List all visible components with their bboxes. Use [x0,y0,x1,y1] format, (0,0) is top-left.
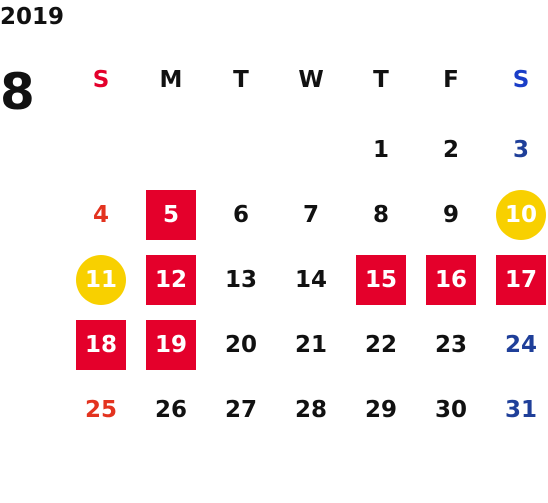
day-cell-29[interactable]: 29 [364,397,397,423]
day-cell-6[interactable]: 6 [232,202,249,228]
day-cell-17[interactable]: 17 [496,255,546,305]
weekday-header-0: S [92,67,110,93]
weekday-header-6: S [512,67,530,93]
day-cell-13[interactable]: 13 [224,267,257,293]
day-cell-11[interactable]: 11 [76,255,126,305]
day-cell-24[interactable]: 24 [504,332,537,358]
day-cell-3[interactable]: 3 [512,137,529,163]
day-cell-2[interactable]: 2 [442,137,459,163]
day-cell-14[interactable]: 14 [294,267,327,293]
day-cell-16[interactable]: 16 [426,255,476,305]
year-label: 2019 [0,4,65,30]
weekday-header-1: M [159,67,183,93]
weekday-header-2: T [233,67,249,93]
day-cell-30[interactable]: 30 [434,397,467,423]
month-label: 8 [0,63,35,121]
day-cell-15[interactable]: 15 [356,255,406,305]
day-cell-31[interactable]: 31 [504,397,537,423]
day-cell-18[interactable]: 18 [76,320,126,370]
day-cell-25[interactable]: 25 [84,397,117,423]
day-cell-20[interactable]: 20 [224,332,257,358]
day-cell-19[interactable]: 19 [146,320,196,370]
day-cell-28[interactable]: 28 [294,397,327,423]
day-cell-23[interactable]: 23 [434,332,467,358]
day-cell-1[interactable]: 1 [372,137,389,163]
day-cell-9[interactable]: 9 [442,202,459,228]
day-cell-12[interactable]: 12 [146,255,196,305]
day-cell-22[interactable]: 22 [364,332,397,358]
day-cell-5[interactable]: 5 [146,190,196,240]
day-cell-26[interactable]: 26 [154,397,187,423]
day-cell-4[interactable]: 4 [92,202,109,228]
day-cell-10[interactable]: 10 [496,190,546,240]
weekday-header-5: F [443,67,459,93]
weekday-header-3: W [298,67,324,93]
day-cell-8[interactable]: 8 [372,202,389,228]
weekday-header-4: T [373,67,389,93]
day-cell-7[interactable]: 7 [302,202,319,228]
day-cell-27[interactable]: 27 [224,397,257,423]
day-cell-21[interactable]: 21 [294,332,327,358]
